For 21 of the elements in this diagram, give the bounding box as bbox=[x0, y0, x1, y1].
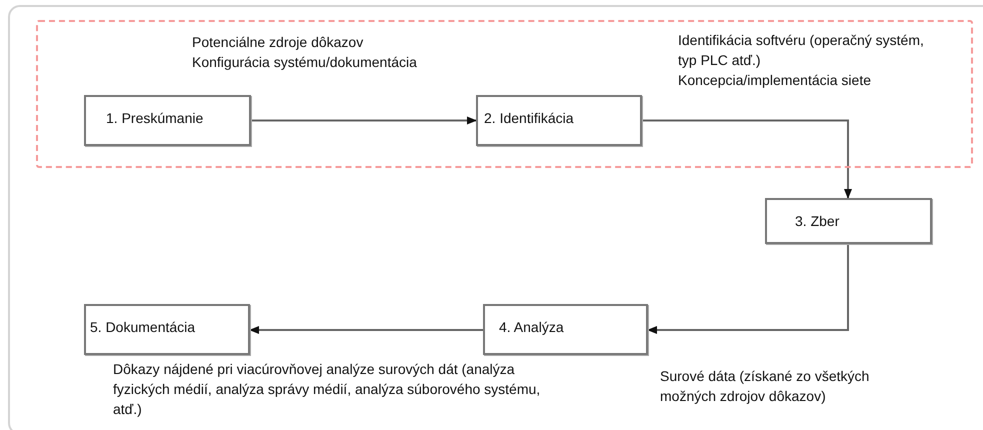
step-label: 4. Analýza bbox=[499, 319, 564, 335]
process-box bbox=[84, 95, 251, 146]
annotation-text: Potenciálne zdroje dôkazov bbox=[192, 33, 364, 52]
process-box bbox=[84, 304, 250, 355]
process-box bbox=[765, 198, 932, 244]
arrow bbox=[642, 120, 852, 199]
process-box bbox=[483, 304, 648, 355]
step-label: 5. Dokumentácia bbox=[90, 319, 196, 335]
step-label: 3. Zber bbox=[795, 213, 840, 229]
annotation-text: Dôkazy nájdené pri viacúrovňovej analýze surových dát (analýza fyzických médií, analýza správy médií, analýza súborového systému, atď.) bbox=[113, 360, 542, 419]
arrow bbox=[647, 244, 849, 334]
annotation-text: Identifikácia softvéru (operačný systém, typ PLC atď.) bbox=[678, 31, 925, 70]
step-label: 1. Preskúmanie bbox=[106, 110, 204, 126]
arrow bbox=[249, 326, 483, 334]
annotation-text: Koncepcia/implementácia siete bbox=[678, 71, 872, 90]
arrow bbox=[251, 116, 477, 124]
process-box bbox=[476, 95, 642, 146]
step-label: 2. Identifikácia bbox=[484, 110, 574, 126]
annotation-text: Surové dáta (získané zo všetkých možných zdrojov dôkazov) bbox=[660, 367, 870, 406]
dashed-group-box bbox=[36, 20, 973, 168]
annotation-text: Konfigurácia systému/dokumentácia bbox=[192, 53, 418, 72]
